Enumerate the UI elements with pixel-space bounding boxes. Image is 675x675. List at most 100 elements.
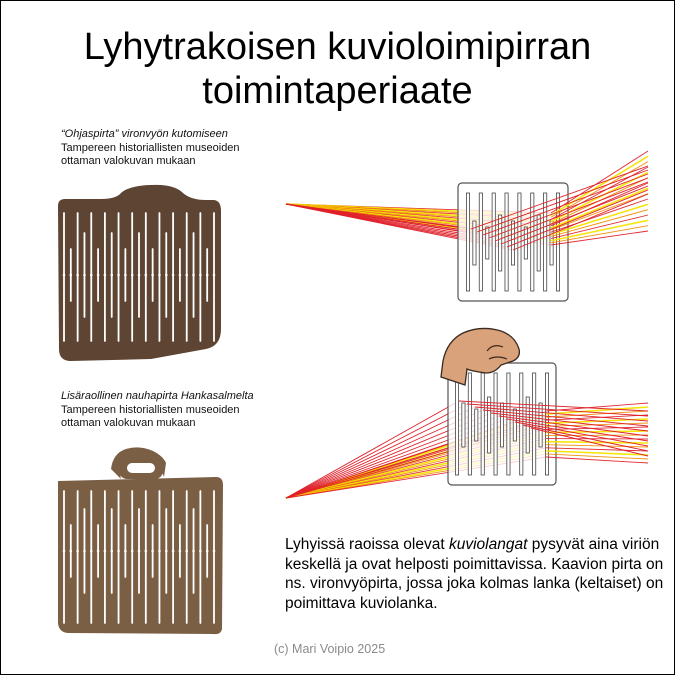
warp-thread [522,424,649,452]
card-slot-long [465,192,470,292]
warp-thread [545,422,649,427]
reed-hole [103,273,107,277]
pattern-thread [550,219,649,242]
warp-thread [545,444,649,448]
warp-thread [285,403,468,499]
warp-thread [550,161,649,218]
pattern-thread [545,430,649,434]
card-slot-long [467,372,472,476]
light-reed [58,447,223,635]
reed-hole [171,273,175,277]
reed-hole [137,549,141,553]
title-line-1: Lyhytrakoisen kuvioloimipirran [83,26,592,68]
card-slot-long [491,192,496,292]
card-slot-short [485,226,490,260]
pattern-thread [550,187,649,229]
warp-thread [545,447,649,452]
reed-holes-light [62,549,216,553]
card-slot-long [493,372,498,476]
warp-thread [514,421,649,447]
caption-bottom-name: Lisäraollinen nauhapirta Hankasalmelta [61,390,254,402]
reed-hole [117,549,120,553]
card-slot-short [487,396,492,454]
reed-hole [76,549,79,553]
reed-hole [96,273,100,277]
warp-thread [550,198,649,233]
dark-reed [58,184,221,361]
caption-bottom-line2: Tampereen historiallisten museoiden [61,403,240,416]
reed-hole [205,549,209,553]
reed-hole [89,273,93,277]
caption-top: “Ohjaspirta” vironvyön kutomiseen Tamper… [61,128,321,169]
reed-hole [137,273,141,277]
reed-hole [96,549,100,553]
warp-thread [488,177,649,239]
caption-bottom-line3: ottaman valokuvan mukaan [61,417,196,429]
card-slot-short [512,408,517,442]
card-slot-long [480,372,485,476]
reed-hole [164,273,168,277]
reed-hole [83,549,86,553]
warp-thread [494,181,649,242]
warp-threads-bottom-front [458,400,649,464]
warp-thread [482,173,649,236]
reed-card-bottom [447,362,557,486]
warp-thread [506,189,649,248]
warp-thread [545,410,649,418]
warp-thread [550,150,649,214]
reed-hole [144,549,148,553]
card-slot-short [498,214,503,272]
card-slot-short [461,402,466,448]
reed-hole [192,549,195,553]
caption-top-name: “Ohjaspirta” [61,128,119,140]
warp-thread [285,406,476,499]
reed-hole [171,549,175,553]
pattern-thread [550,203,649,236]
warp-thread [466,403,649,417]
card-slot-short [510,220,515,266]
caption-top-line2: Tampereen historiallisten museoiden [61,141,240,154]
warp-thread [458,400,649,412]
warp-thread [550,230,649,246]
reed-hole [185,273,189,277]
pattern-thread [550,155,649,216]
warp-thread [550,182,649,227]
warp-thread [550,209,649,237]
reed-hole [205,273,209,277]
pattern-thread [545,406,649,415]
card-slot-short [472,220,477,266]
warp-thread [550,225,649,244]
reed-hole [69,273,73,277]
explanation-part2: pysyvät aina viriön keskellä ja ovat hel… [285,536,664,612]
card-slot-short [525,396,530,454]
card-slot-long [454,372,459,476]
card-slot-long [543,192,548,292]
reed-hole [103,549,107,553]
explanation-text: Lyhyissä raoissa olevat kuviolangat pysy… [285,535,670,613]
warp-thread [482,409,649,427]
warp-thread [530,427,649,457]
reed-hole [212,549,216,553]
warp-thread [550,214,649,240]
reed-hole [110,549,114,553]
warp-threads-top-front [470,150,649,251]
warp-thread [506,418,649,442]
warp-thread [512,193,649,251]
explanation-emphasis: kuviolangat [448,536,528,553]
card-slot-long [519,372,524,476]
warp-thread [285,400,460,499]
reed-hole [130,273,134,277]
reed-hole [89,549,93,553]
reed-hole [76,273,79,277]
reed-hole [151,273,154,277]
reed-slots-light [63,490,215,624]
warp-thread [545,453,649,460]
reed-hole [110,273,114,277]
reed-hole [117,273,120,277]
warp-thread [490,412,649,432]
card-slot-short [523,226,528,260]
reed-hole [199,549,202,553]
title-line-2: toimintaperiaate [202,70,473,112]
reed-hole [62,273,66,277]
